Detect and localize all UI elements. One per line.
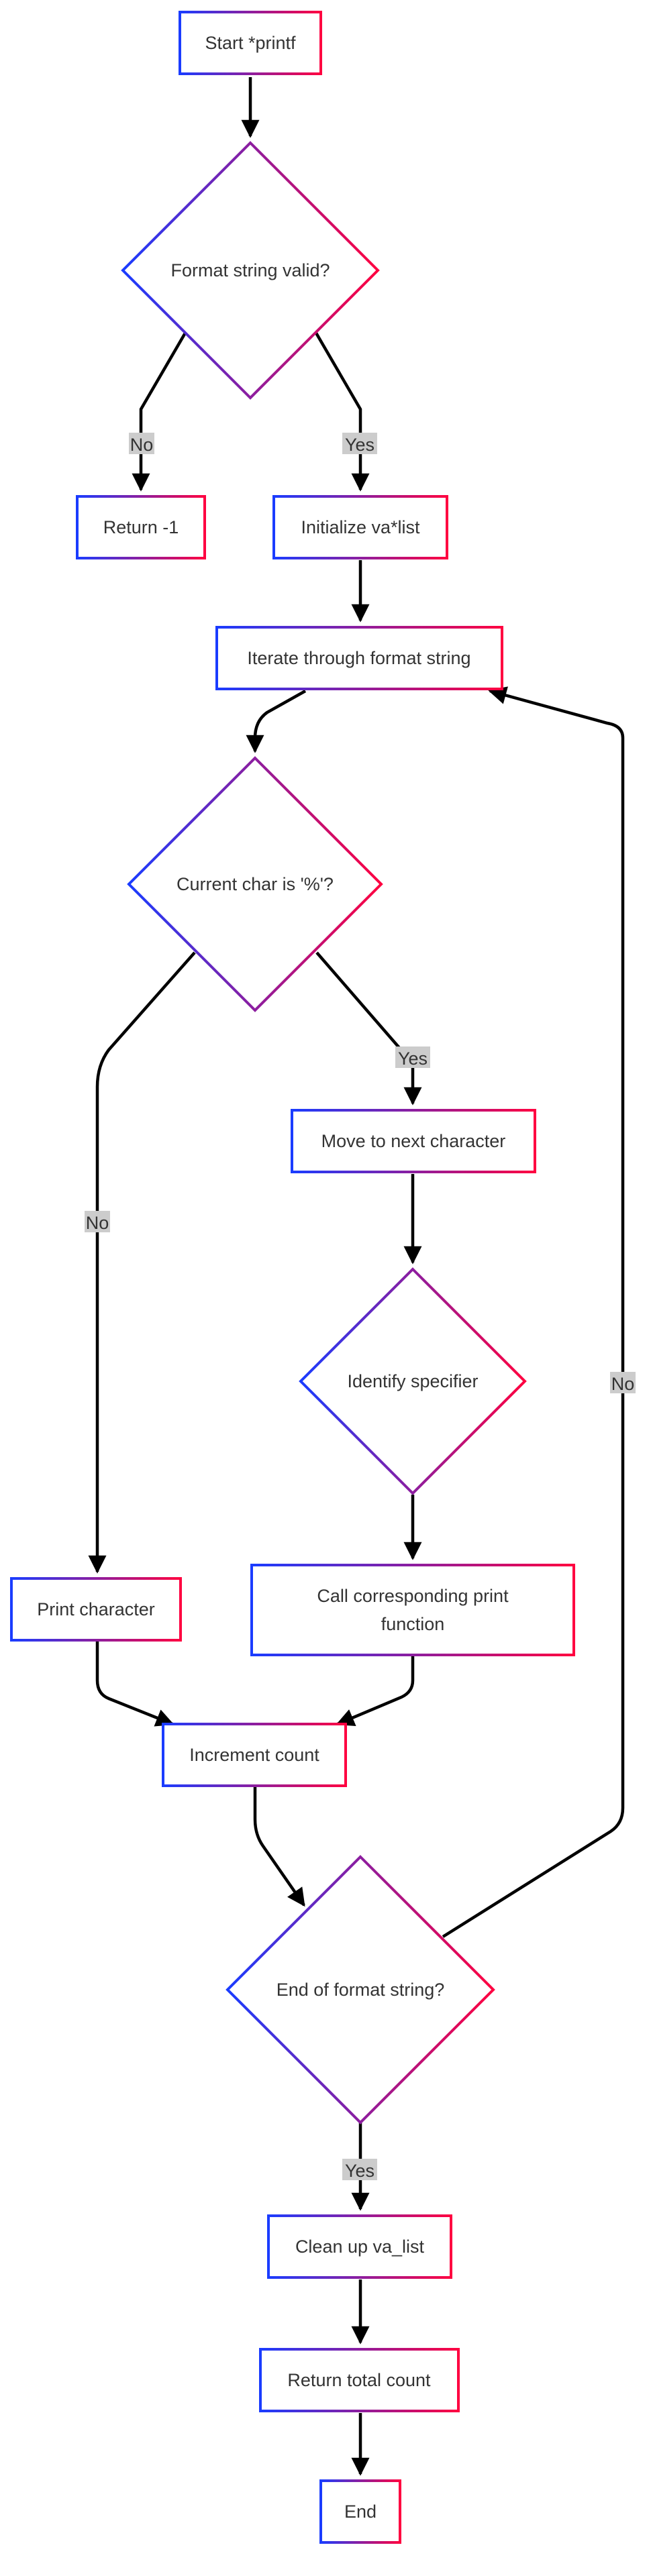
node-end-of-string: End of format string? bbox=[226, 1855, 495, 2125]
nodes: Start *printf Format string valid? Retur… bbox=[10, 11, 575, 2544]
node-identify: Identify specifier bbox=[299, 1267, 527, 1495]
svg-text:Return -1: Return -1 bbox=[103, 517, 179, 537]
node-print-char: Print character bbox=[10, 1577, 182, 1642]
svg-text:Identify specifier: Identify specifier bbox=[347, 1371, 478, 1391]
svg-text:No: No bbox=[86, 1213, 109, 1233]
svg-text:Iterate through format string: Iterate through format string bbox=[247, 648, 470, 668]
edge-iterate-to-is-percent bbox=[246, 690, 307, 753]
node-cleanup: Clean up va_list bbox=[267, 2214, 452, 2279]
edge-end-check-no bbox=[442, 686, 625, 1938]
svg-text:Start *printf: Start *printf bbox=[205, 33, 296, 53]
edge-label-end-no: No bbox=[610, 1372, 636, 1394]
node-return-neg1: Return -1 bbox=[76, 495, 206, 559]
edge-increment-to-end-check bbox=[253, 1786, 305, 1907]
svg-text:Current char is '%'?: Current char is '%'? bbox=[177, 874, 334, 894]
node-increment: Increment count bbox=[162, 1723, 347, 1787]
svg-text:Yes: Yes bbox=[398, 1049, 428, 1069]
svg-text:Print character: Print character bbox=[37, 1599, 155, 1619]
node-init-va-list: Initialize va*list bbox=[272, 495, 448, 559]
node-is-percent: Current char is '%'? bbox=[127, 756, 383, 1012]
node-call-print: Call corresponding print function bbox=[250, 1564, 575, 1656]
svg-text:Call corresponding print: Call corresponding print bbox=[317, 1586, 509, 1606]
edge-label-end-yes: Yes bbox=[342, 2159, 377, 2181]
svg-text:Increment count: Increment count bbox=[189, 1745, 319, 1765]
edge-label-is-percent-no: No bbox=[85, 1211, 110, 1233]
edge-format-valid-yes bbox=[299, 304, 370, 492]
svg-text:End of format string?: End of format string? bbox=[277, 1980, 445, 2000]
edge-call-print-to-increment bbox=[336, 1655, 415, 1727]
edge-is-percent-no bbox=[88, 951, 196, 1574]
svg-text:function: function bbox=[381, 1614, 445, 1634]
svg-text:Move to next character: Move to next character bbox=[321, 1131, 506, 1151]
svg-text:No: No bbox=[611, 1374, 635, 1394]
node-iterate: Iterate through format string bbox=[215, 626, 503, 690]
svg-text:Format string valid?: Format string valid? bbox=[170, 260, 330, 280]
node-end: End bbox=[319, 2479, 401, 2544]
edge-is-percent-yes bbox=[315, 951, 422, 1106]
svg-text:Yes: Yes bbox=[345, 435, 374, 455]
edge-labels: No Yes Yes No No Yes bbox=[85, 433, 636, 2181]
node-format-valid: Format string valid? bbox=[121, 141, 380, 400]
edge-format-valid-no bbox=[132, 304, 203, 492]
node-move-next: Move to next character bbox=[291, 1109, 536, 1173]
svg-text:No: No bbox=[130, 435, 154, 455]
svg-text:Yes: Yes bbox=[345, 2161, 374, 2181]
edge-label-is-percent-yes: Yes bbox=[395, 1046, 430, 1069]
edge-label-invalid-no: No bbox=[129, 433, 154, 455]
svg-text:Return total count: Return total count bbox=[287, 2370, 431, 2390]
node-return-count: Return total count bbox=[259, 2348, 460, 2412]
edge-label-valid-yes: Yes bbox=[342, 433, 377, 455]
svg-text:Clean up va_list: Clean up va_list bbox=[295, 2237, 425, 2257]
node-start: Start *printf bbox=[179, 11, 322, 75]
svg-text:Initialize va*list: Initialize va*list bbox=[301, 517, 420, 537]
svg-text:End: End bbox=[344, 2502, 377, 2522]
edge-print-char-to-increment bbox=[95, 1640, 174, 1727]
